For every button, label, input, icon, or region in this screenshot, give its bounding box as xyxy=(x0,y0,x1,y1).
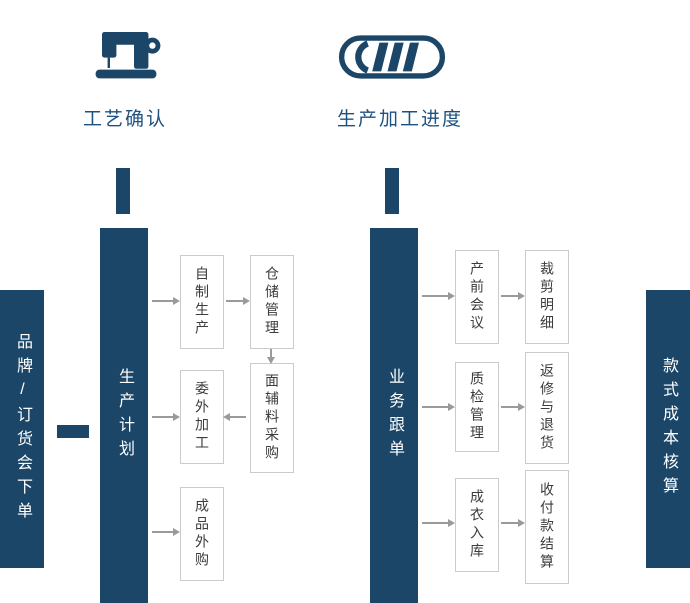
arrow-merch-to-pre-meeting-icon xyxy=(422,292,455,300)
arrow-plan-to-outsourced-icon xyxy=(152,413,180,421)
connector-production-progress xyxy=(385,168,399,214)
arrow-quality-to-repair-icon xyxy=(501,403,525,411)
arrow-fabric-to-outsourced-icon xyxy=(223,413,246,421)
box-finished-goods-purchase: 成品外购 xyxy=(180,487,224,581)
box-fabric-purchase: 面辅料采购 xyxy=(250,363,294,473)
arrow-warehouse-to-fabric-icon xyxy=(267,349,275,364)
box-pre-production-meeting: 产前会议 xyxy=(455,250,499,344)
box-warehouse-mgmt-label: 仓储管理 xyxy=(264,266,280,338)
arrow-merch-to-quality-icon xyxy=(422,403,455,411)
pillar-production-plan: 生产计划 xyxy=(100,228,148,603)
box-repair-and-return: 返修与退货 xyxy=(525,352,569,464)
box-fabric-purchase-label: 面辅料采购 xyxy=(264,373,280,463)
box-repair-and-return-label: 返修与退货 xyxy=(539,363,555,453)
pillar-cost-accounting-label: 款式成本核算 xyxy=(660,357,677,501)
box-self-production: 自制生产 xyxy=(180,255,224,349)
box-garment-inbound-label: 成衣入库 xyxy=(469,489,485,561)
box-finished-goods-purchase-label: 成品外购 xyxy=(194,498,210,570)
arrow-merch-to-inbound-icon xyxy=(422,519,455,527)
arrow-inbound-to-settlement-icon xyxy=(501,519,525,527)
production-progress-label: 生产加工进度 xyxy=(336,109,463,130)
pillar-production-plan-label: 生产计划 xyxy=(116,367,133,464)
arrow-pre-meeting-to-cutting-icon xyxy=(501,292,525,300)
connector-craft-confirm xyxy=(116,168,130,214)
craft-confirm-label: 工艺确认 xyxy=(82,109,167,130)
box-outsourced-processing-label: 委外加工 xyxy=(194,381,210,453)
arrow-plan-to-self-production-icon xyxy=(152,297,180,305)
box-cutting-detail: 裁剪明细 xyxy=(525,250,569,344)
box-pre-production-meeting-label: 产前会议 xyxy=(469,261,485,333)
pillar-merchandising: 业务跟单 xyxy=(370,228,418,603)
pillar-cost-accounting: 款式成本核算 xyxy=(646,290,690,568)
pillar-order-entry: 品牌/订货会下单 xyxy=(0,290,44,568)
box-quality-mgmt-label: 质检管理 xyxy=(469,371,485,443)
arrow-self-production-to-warehouse-icon xyxy=(226,297,250,305)
box-quality-mgmt: 质检管理 xyxy=(455,362,499,452)
box-cutting-detail-label: 裁剪明细 xyxy=(539,261,555,333)
box-payment-settlement: 收付款结算 xyxy=(525,470,569,584)
film-roll-icon xyxy=(338,34,446,80)
box-payment-settlement-label: 收付款结算 xyxy=(539,482,555,572)
box-warehouse-mgmt: 仓储管理 xyxy=(250,255,294,349)
connector-order-to-plan xyxy=(57,425,89,438)
arrow-plan-to-finished-purchase-icon xyxy=(152,528,180,536)
box-garment-inbound: 成衣入库 xyxy=(455,478,499,572)
box-self-production-label: 自制生产 xyxy=(194,266,210,338)
box-outsourced-processing: 委外加工 xyxy=(180,370,224,464)
sewing-machine-icon xyxy=(86,24,166,88)
pillar-order-entry-label: 品牌/订货会下单 xyxy=(14,332,31,526)
pillar-merchandising-label: 业务跟单 xyxy=(386,367,403,464)
